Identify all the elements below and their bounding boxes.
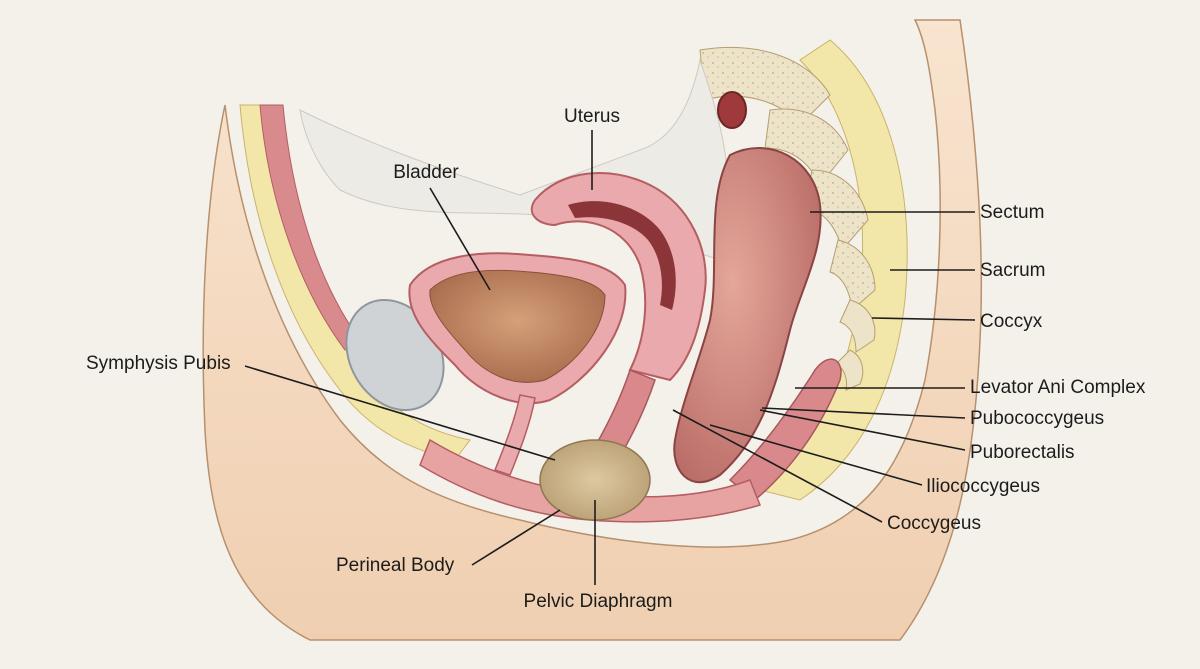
urethra [494,394,536,476]
sigmoid-colon-lumen [717,91,747,129]
leader-line-pubococcygeus [761,407,966,419]
levator-ani-muscle [728,358,842,501]
label-sectum: Sectum [980,202,1044,223]
leader-line-coccyx [871,317,976,321]
uterus-body [530,172,707,382]
leader-line-symphysis-pubis [244,365,556,461]
label-uterus: Uterus [564,106,620,127]
bladder-lumen [429,269,606,383]
label-levator-ani-complex: Levator Ani Complex [970,377,1146,398]
leader-line-perineal-body [471,509,561,566]
leader-line-puborectalis [759,409,966,451]
leader-line-bladder [429,187,491,291]
label-pelvic-diaphragm: Pelvic Diaphragm [524,591,673,612]
body-skin [202,19,983,641]
label-perineal-body: Perineal Body [336,555,455,576]
leader-line-coccygeus [672,409,883,523]
rectum [673,147,822,483]
label-iliococcygeus: Iliococcygeus [926,476,1040,497]
label-sacrum: Sacrum [980,260,1045,281]
label-symphysis-pubis: Symphysis Pubis [86,353,231,374]
label-pubococcygeus: Pubococcygeus [970,408,1104,429]
label-coccygeus: Coccygeus [887,513,981,534]
label-bladder: Bladder [393,162,459,183]
label-puborectalis: Puborectalis [970,442,1075,463]
uterine-cavity [568,201,676,310]
sacrum-bone [699,46,876,312]
label-coccyx: Coccyx [980,311,1043,332]
leader-line-iliococcygeus [709,424,923,486]
